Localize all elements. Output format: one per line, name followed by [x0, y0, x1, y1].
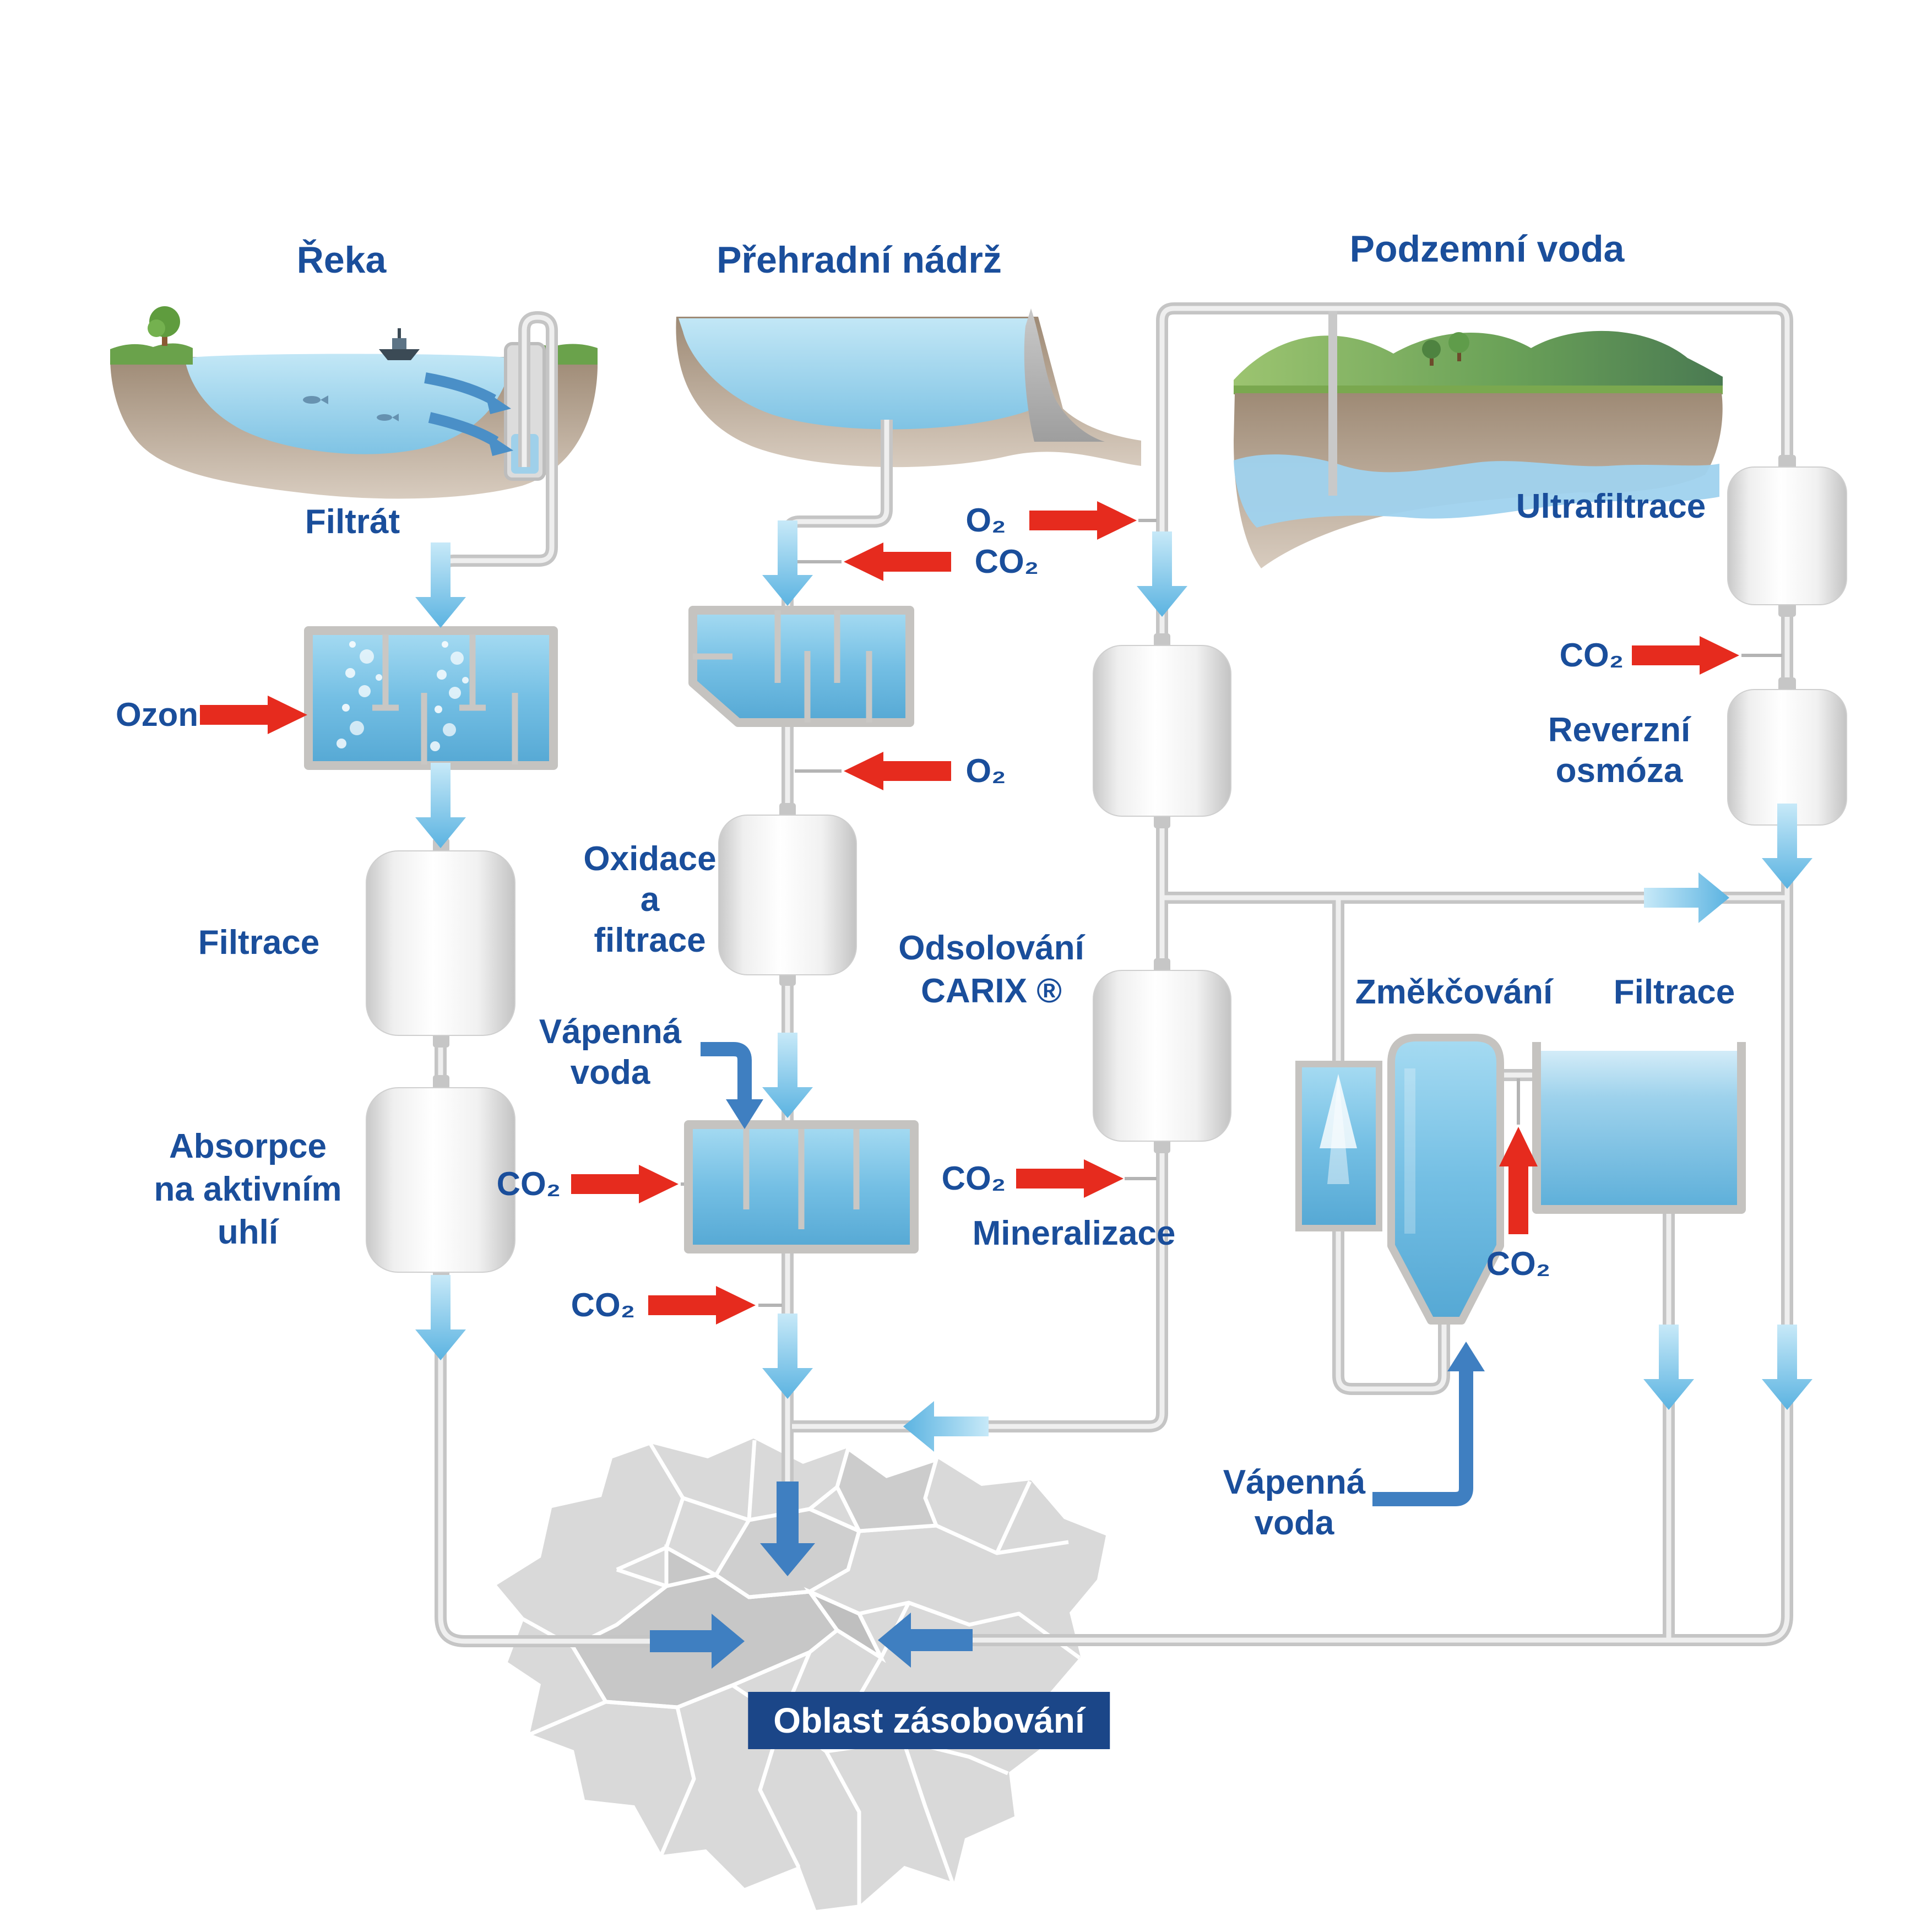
softening-spray-vessel — [1295, 1061, 1382, 1231]
stage-label-oxidace-1: Oxidace — [583, 840, 717, 878]
tank-oxidace-filtrace — [718, 803, 857, 986]
co2-arrow — [844, 542, 951, 581]
tank-absorpce — [366, 1075, 515, 1284]
aquifer-water — [1234, 454, 1719, 528]
lime-water-arrow-1 — [701, 1042, 763, 1129]
gas-label-ozon: Ozon — [116, 696, 198, 733]
co2-arrow — [1016, 1159, 1124, 1198]
infiltration-arrowheads — [485, 391, 513, 456]
groundwater-scene — [1234, 330, 1723, 568]
source-label-reservoir: Přehradní nádrž — [717, 239, 1002, 281]
flow-arrow-down — [415, 1275, 466, 1360]
ozonation-basin — [304, 626, 558, 770]
supply-area-badge: Oblast zásobování — [748, 1692, 1110, 1749]
stage-label-absorpce-3: uhlí — [217, 1213, 279, 1251]
stage-label-filtrace-right: Filtrace — [1613, 973, 1735, 1011]
tank-ultrafiltrace — [1727, 455, 1847, 617]
flow-arrow-down — [762, 1033, 813, 1118]
stage-label-absorpce-1: Absorpce — [169, 1127, 327, 1165]
gas-label-co2: CO₂ — [1559, 637, 1624, 674]
stage-label-reverzni-1: Reverzní — [1548, 711, 1691, 749]
gas-label-co2: CO₂ — [571, 1287, 636, 1323]
sedimentation-maze-basin — [688, 606, 914, 727]
reservoir-water — [679, 318, 1034, 430]
stage-label-ultrafiltrace: Ultrafiltrace — [1516, 487, 1706, 525]
gas-label-co2: CO₂ — [1486, 1245, 1551, 1282]
gas-taps — [681, 519, 1782, 1307]
lime-water-arrow-2 — [1372, 1342, 1485, 1506]
mineralization-basin — [684, 1120, 919, 1253]
o2-arrow — [1029, 501, 1137, 540]
stage-label-zmekcovani: Změkčování — [1355, 973, 1553, 1011]
fish-icon — [303, 395, 399, 421]
flow-arrow-right — [1644, 872, 1729, 923]
tree-icon — [148, 306, 180, 346]
tank-filtrace — [366, 838, 515, 1048]
stage-label-odsolovani-2: CARIX ® — [921, 972, 1062, 1010]
gas-label-co2: CO₂ — [496, 1165, 561, 1202]
stage-label-mineralizace: Mineralizace — [972, 1214, 1176, 1252]
boat-icon — [379, 328, 420, 360]
filtration-basin-right — [1532, 1042, 1746, 1214]
co2-arrow — [648, 1286, 756, 1325]
stage-label-filtrat: Filtrát — [305, 503, 400, 541]
co2-arrow-up — [1499, 1127, 1538, 1234]
stage-label-odsolovani-1: Odsolování — [898, 929, 1084, 967]
flow-arrow-down — [1137, 531, 1187, 617]
stage-label-vapenna-2a: Vápenná — [1223, 1463, 1366, 1501]
source-label-river: Řeka — [296, 239, 387, 281]
co2-arrow — [1632, 636, 1739, 675]
source-label-groundwater: Podzemní voda — [1349, 228, 1625, 270]
gas-label-o2: O₂ — [965, 502, 1006, 539]
gas-label-co2: CO₂ — [974, 543, 1039, 580]
o2-arrow — [844, 752, 951, 790]
flow-arrow-down — [1643, 1325, 1694, 1410]
supply-area-map — [497, 1439, 1106, 1910]
dam-wall — [1024, 308, 1105, 442]
tank-carix-2 — [1093, 958, 1231, 1153]
ozone-bubbles — [337, 641, 469, 751]
stage-label-oxidace-3: filtrace — [594, 921, 706, 959]
stage-label-vapenna-2b: voda — [1254, 1504, 1334, 1542]
stage-label-absorpce-2: na aktivním — [154, 1170, 342, 1208]
softening-reactor-vessel — [1387, 1034, 1504, 1325]
flow-arrow-left — [903, 1401, 989, 1452]
stage-label-vapenna-1b: voda — [570, 1054, 650, 1092]
dam-scene — [676, 308, 1141, 468]
flow-arrow-down — [1762, 1325, 1812, 1410]
co2-arrow — [571, 1165, 679, 1203]
tree-icon — [1422, 332, 1469, 366]
flow-arrow-down — [415, 763, 466, 848]
flow-arrow-down — [762, 1314, 813, 1399]
stage-label-reverzni-2: osmóza — [1555, 752, 1683, 790]
stage-label-vapenna-1a: Vápenná — [539, 1013, 682, 1051]
tank-carix-1 — [1093, 633, 1231, 828]
stage-label-filtrace-left: Filtrace — [198, 924, 320, 962]
gas-label-co2: CO₂ — [941, 1160, 1006, 1197]
gas-label-o2: O₂ — [965, 752, 1006, 789]
stage-label-oxidace-2: a — [640, 881, 660, 919]
ozon-arrow — [200, 696, 307, 734]
pipe-network — [441, 308, 1787, 1641]
